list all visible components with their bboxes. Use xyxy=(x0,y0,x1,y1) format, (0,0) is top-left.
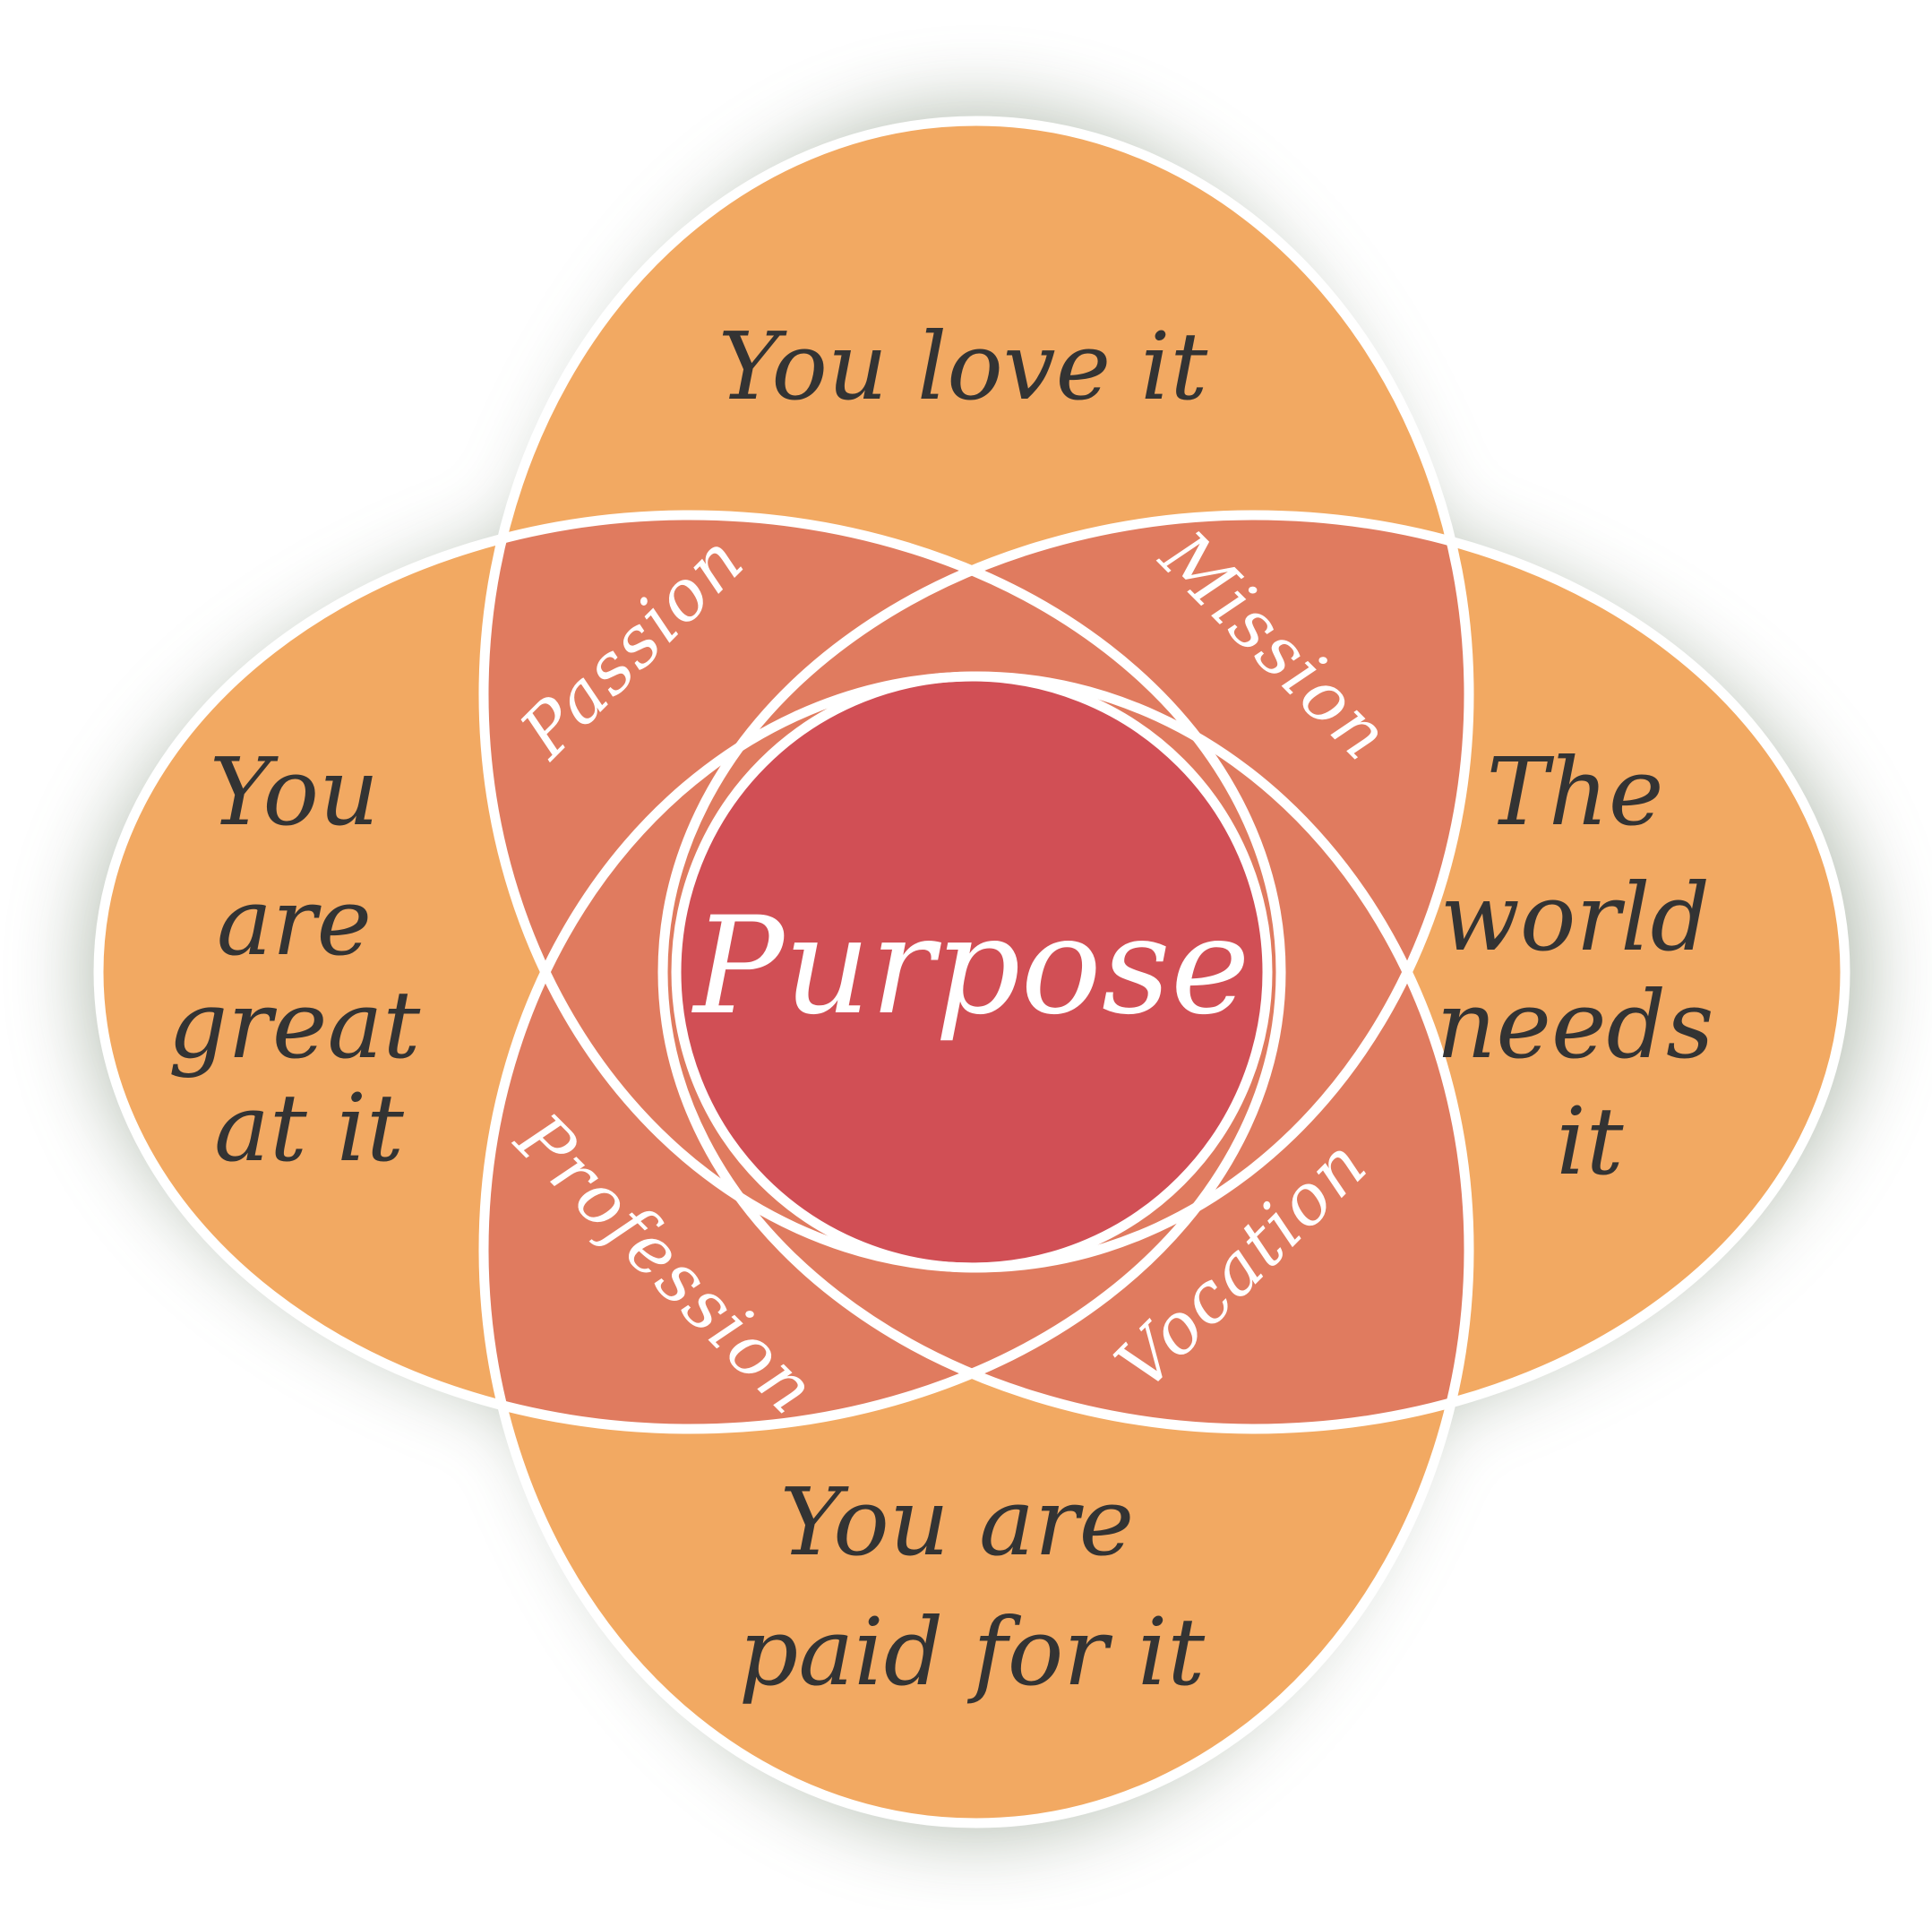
label-purpose: Purpose xyxy=(691,889,1249,1045)
label-top: You love it xyxy=(718,312,1208,421)
outlines xyxy=(93,116,1850,1828)
purpose-circle xyxy=(676,676,1267,1268)
label-left: You are great at it xyxy=(168,737,451,1183)
label-bottom: You are paid for it xyxy=(739,1467,1206,1707)
label-right: The world needs it xyxy=(1436,737,1743,1196)
